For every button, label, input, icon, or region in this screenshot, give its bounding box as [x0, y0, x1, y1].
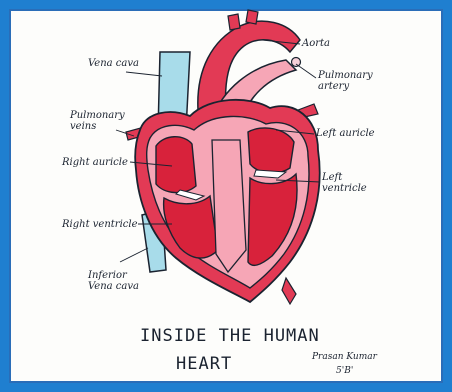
- signature-class: 5'B': [336, 366, 353, 376]
- aorta-branch-1: [228, 14, 240, 30]
- septum: [212, 140, 246, 272]
- pointer-pulmonary-artery: [296, 64, 316, 78]
- left-atrium-chamber: [248, 128, 294, 173]
- title-line-2: HEART: [176, 354, 232, 374]
- pointer-vena-cava: [126, 72, 162, 76]
- label-vena-cava: Vena cava: [88, 58, 130, 69]
- label-pulmonary-artery: Pulmonary artery: [318, 70, 368, 92]
- aorta-branch-2: [246, 10, 258, 24]
- label-right-auricle: Right auricle: [62, 157, 128, 168]
- heart-apex: [282, 278, 296, 304]
- pulmonary-artery-opening: [292, 58, 301, 67]
- title-line-1: INSIDE THE HUMAN: [140, 326, 320, 346]
- label-left-auricle: Left auricle: [316, 128, 375, 139]
- label-left-ventricle: Left ventricle: [322, 172, 370, 194]
- signature-name: Prasan Kumar: [312, 352, 377, 362]
- label-pulmonary-veins: Pulmonary veins: [70, 110, 118, 132]
- label-aorta: Aorta: [302, 38, 330, 49]
- label-right-ventricle: Right ventricle: [62, 219, 138, 230]
- pointer-inferior-vena-cava: [120, 248, 148, 262]
- label-inferior-vena-cava: Inferior Vena cava: [88, 270, 140, 292]
